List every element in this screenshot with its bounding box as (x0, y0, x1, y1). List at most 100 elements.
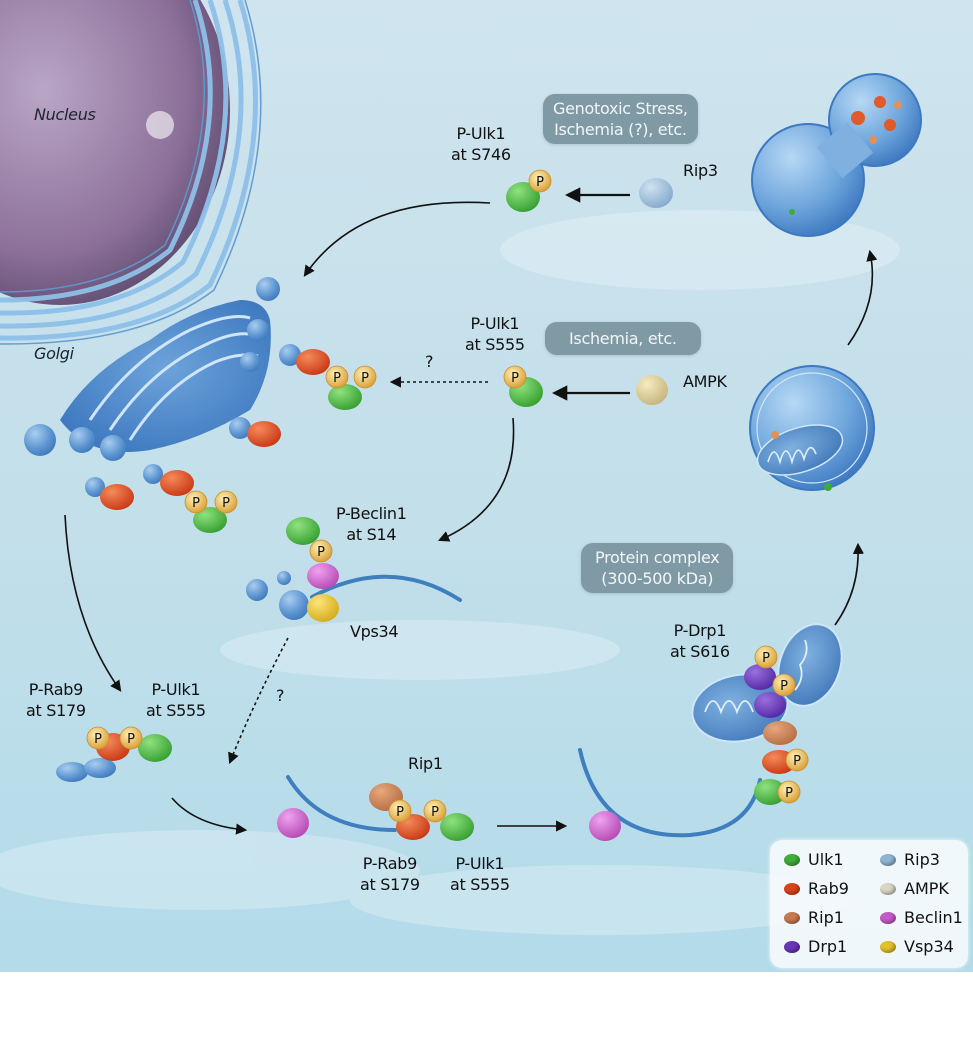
legend-item: Rab9 (784, 879, 849, 899)
ischemia-box: Ischemia, etc. (545, 322, 701, 355)
svg-text:P: P (762, 651, 770, 666)
golgi-label: Golgi (34, 344, 74, 363)
ulk1-protein (506, 182, 540, 212)
phagophore-2 (286, 775, 397, 832)
rab9-protein (296, 349, 330, 375)
phagophore-1 (310, 574, 462, 602)
beclin1-swatch-icon (880, 912, 896, 924)
ulk1-protein (440, 813, 474, 841)
phagophore-membranes (286, 574, 762, 838)
drp1-protein (744, 664, 776, 690)
svg-text:P: P (361, 371, 369, 386)
rip3-protein (639, 178, 673, 208)
arrow-to-autophagosome (834, 542, 864, 626)
ischemia-text: Ischemia, etc. (569, 329, 677, 348)
vsp34-swatch-icon (880, 941, 896, 953)
phosphate-marker: P (785, 748, 809, 772)
genotoxic-line-1: Genotoxic Stress, (553, 99, 688, 118)
arrow-ulk1-to-beclin1 (437, 417, 515, 542)
svg-text:P: P (396, 805, 404, 820)
legend-item: Drp1 (784, 937, 847, 957)
golgi-rab9-complexes (85, 344, 362, 533)
rip3-label: Rip3 (683, 161, 718, 180)
arrow-golgi-to-rab9 (64, 514, 122, 692)
phosphate-marker: P (325, 365, 349, 389)
pathway-arrows (64, 187, 878, 835)
protein-complex-box: Protein complex (300-500 kDa) (581, 543, 734, 593)
arrow-vps34-dashed (228, 637, 289, 765)
ampk-label: AMPK (683, 372, 727, 391)
phosphate-marker: P (214, 490, 238, 514)
phosphate-marker: P (772, 673, 796, 697)
rip1-protein (763, 721, 797, 745)
genotoxic-line-2: Ischemia (?), etc. (554, 120, 687, 139)
arrow-rab9-to-phagophore (171, 797, 248, 835)
phosphate-marker: P (119, 726, 143, 750)
rip1-label: Rip1 (408, 754, 443, 773)
ampk-protein (636, 375, 668, 405)
legend-item: Beclin1 (880, 908, 963, 928)
phosphate-marker: P (353, 365, 377, 389)
svg-text:P: P (793, 754, 801, 769)
rab9-protein (247, 421, 281, 447)
svg-text:P: P (94, 732, 102, 747)
autolysosome (751, 73, 922, 237)
rab9-protein (160, 470, 194, 496)
phosphate-marker: P (423, 799, 447, 823)
phagophore-3 (578, 748, 762, 838)
question-mark-golgi: ? (425, 352, 434, 371)
golgi-apparatus (24, 277, 280, 461)
beclin1-protein (589, 811, 621, 841)
svg-text:P: P (536, 175, 544, 190)
ampk-swatch-icon (880, 883, 896, 895)
legend-item: Ulk1 (784, 850, 844, 870)
svg-text:P: P (780, 679, 788, 694)
legend-item: Rip3 (880, 850, 940, 870)
beclin1-vps34-complex (246, 517, 339, 622)
phosphate-marker: P (184, 490, 208, 514)
svg-text:P: P (431, 805, 439, 820)
drp1-protein (754, 692, 786, 718)
legend: Ulk1 Rip3 Rab9 AMPK Rip1 Beclin1 Drp1 Vs… (770, 840, 968, 968)
ulk1-protein (328, 384, 362, 410)
legend-item: Rip1 (784, 908, 844, 928)
svg-text:P: P (511, 371, 519, 386)
phosphate-marker: P (86, 726, 110, 750)
rab9-protein (100, 484, 134, 510)
phosphate-marker: P (388, 799, 412, 823)
rip3-swatch-icon (880, 854, 896, 866)
autophagosome (749, 365, 875, 491)
arrow-ulk1-to-golgi (303, 201, 491, 277)
rab9-swatch-icon (784, 883, 800, 895)
beclin1-protein (307, 563, 339, 589)
ulk1-protein (138, 734, 172, 762)
svg-text:P: P (785, 786, 793, 801)
rip1-swatch-icon (784, 912, 800, 924)
vps34-label: Vps34 (350, 622, 399, 641)
question-mark-vps34: ? (276, 686, 285, 705)
endoplasmic-reticulum (0, 0, 262, 345)
phosphate-marker: P (309, 539, 333, 563)
drp1-swatch-icon (784, 941, 800, 953)
vps34-protein (307, 594, 339, 622)
svg-text:P: P (127, 732, 135, 747)
beclin1-protein (277, 808, 309, 838)
phosphate-marker: P (777, 780, 801, 804)
svg-text:P: P (192, 496, 200, 511)
protein-complex-line-2: (300-500 kDa) (601, 569, 714, 588)
legend-item: AMPK (880, 879, 949, 899)
phosphate-marker: P (503, 365, 527, 389)
ulk1-protein (286, 517, 320, 545)
protein-complex-line-1: Protein complex (595, 548, 720, 567)
genotoxic-stress-box: Genotoxic Stress, Ischemia (?), etc. (543, 94, 698, 144)
ulk1-protein (193, 507, 227, 533)
